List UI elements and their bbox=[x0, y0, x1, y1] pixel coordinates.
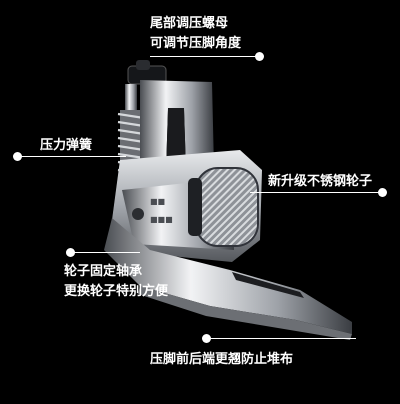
axle-pin bbox=[132, 208, 144, 220]
callout-nut-dot bbox=[255, 52, 264, 61]
callout-roller-dot bbox=[378, 188, 387, 197]
callout-roller: 新升级不锈钢轮子 bbox=[268, 174, 373, 189]
callout-axle-line1: 轮子固定轴承 bbox=[64, 264, 143, 279]
svg-text:■■: ■■ bbox=[150, 197, 165, 206]
callout-nut-line1: 尾部调压螺母 bbox=[150, 16, 229, 31]
callout-sole-line bbox=[206, 338, 356, 339]
callout-axle-line2: 更换轮子特别方便 bbox=[64, 284, 169, 299]
steel-roller bbox=[188, 167, 259, 247]
callout-roller-line bbox=[250, 192, 380, 193]
callout-axle-line bbox=[70, 252, 140, 253]
callout-sole: 压脚前后端更翘防止堆布 bbox=[150, 352, 294, 367]
callout-spring-dot bbox=[13, 152, 22, 161]
callout-nut-line bbox=[150, 56, 260, 57]
callout-spring-line bbox=[16, 156, 126, 157]
sole-plate bbox=[104, 218, 352, 340]
callout-nut-line2: 可调节压脚角度 bbox=[150, 36, 242, 51]
callout-spring: 压力弹簧 bbox=[40, 138, 93, 153]
svg-text:■■■: ■■■ bbox=[150, 215, 173, 224]
